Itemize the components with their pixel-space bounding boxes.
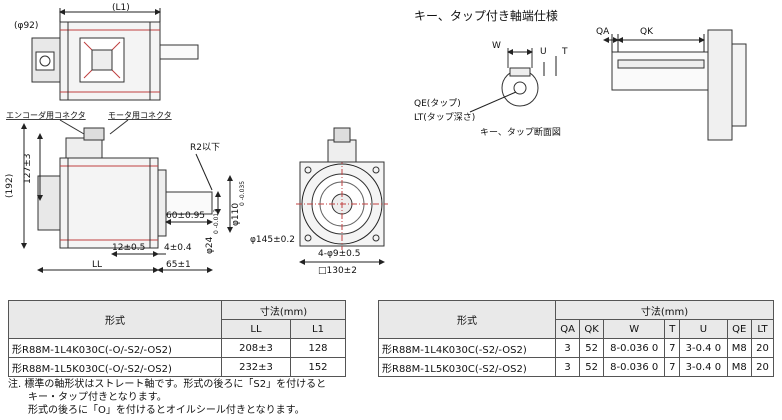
qe-cell: M8 (726, 338, 752, 358)
header-dimensions: 寸法(mm) (221, 300, 346, 320)
model-cell: 形R88M-1L5K030C(-S2/-OS2) (378, 357, 556, 377)
phi145-label: φ145±0.2 (250, 235, 295, 245)
d60-label: 60±0.95 (166, 211, 205, 221)
header-w: W (603, 319, 666, 339)
note-line-1: 注. 標準の軸形状はストレート軸です。形式の後ろに「S2」を付けると (8, 379, 327, 390)
l1-cell: 152 (290, 357, 346, 377)
dimension-table-ll-l1: 形式 寸法(mm) LL L1 形R88M-1L4K030C(-O/-S2/-O… (8, 300, 346, 377)
qa-cell: 3 (554, 338, 581, 358)
side-view (21, 123, 233, 273)
header-u: U (679, 319, 728, 339)
key-section-view (469, 48, 557, 113)
holes-label: 4-φ9±0.5 (318, 249, 361, 259)
note-line-3: 形式の後ろに「O」を付けるとオイルシール付きとなります。 (8, 405, 305, 416)
lt-cell: 20 (750, 357, 775, 377)
qk-cell: 52 (579, 338, 605, 358)
shaft-end-view (603, 29, 747, 141)
header-qk: QK (579, 319, 605, 339)
header-qe: QE (726, 319, 752, 339)
model-cell: 形R88M-1L4K030C(-O/-S2/-OS2) (8, 338, 222, 358)
motor-connector-label: モータ用コネクタ (108, 111, 172, 120)
front-view (296, 127, 388, 265)
qa-label: QA (596, 27, 610, 37)
t-cell: 7 (664, 357, 681, 377)
lt-label: LT(タップ深さ) (414, 112, 475, 123)
top-view (31, 8, 199, 101)
model-cell: 形R88M-1L5K030C(-O/-S2/-OS2) (8, 357, 222, 377)
header-qa: QA (554, 319, 581, 339)
qk-cell: 52 (579, 357, 605, 377)
phi92-label: (φ92) (14, 21, 38, 31)
note-line-2: キー・タップ付きとなります。 (8, 392, 167, 403)
lt-cell: 20 (750, 338, 775, 358)
d12-label: 12±0.5 (112, 243, 145, 253)
u-cell: 3-0.4 0 (679, 357, 728, 377)
w-cell: 8-0.036 0 (603, 357, 666, 377)
ll-cell: 232±3 (221, 357, 291, 377)
qk-label: QK (640, 27, 654, 37)
r2-label: R2以下 (190, 143, 220, 153)
header-t: T (664, 319, 681, 339)
key-section-caption: キー、タップ断面図 (480, 126, 561, 138)
table-row: 形R88M-1L5K030C(-S2/-OS2) 3 52 8-0.036 0 … (378, 357, 775, 377)
w-label: W (492, 41, 501, 51)
phi24-label: φ24 (205, 236, 215, 254)
phi24-tolerance: 0 -0.013 (213, 209, 220, 234)
d65-label: 65±1 (166, 260, 191, 270)
header-ll: LL (221, 319, 291, 339)
d4-label: 4±0.4 (164, 243, 192, 253)
model-cell: 形R88M-1L4K030C(-S2/-OS2) (378, 338, 556, 358)
ll-cell: 208±3 (221, 338, 291, 358)
dimension-table-key-tap: 形式 寸法(mm) QA QK W T U QE LT 形R88M-1L4K03… (378, 300, 775, 377)
d192-label: (192) (5, 174, 15, 198)
header-l1: L1 (290, 319, 346, 339)
header-model: 形式 (378, 300, 556, 339)
header-dimensions: 寸法(mm) (555, 300, 774, 320)
t-cell: 7 (664, 338, 681, 358)
table-row: 形R88M-1L4K030C(-O/-S2/-OS2) 208±3 128 (8, 338, 346, 358)
header-model: 形式 (8, 300, 222, 339)
d127-label: 127±3 (23, 154, 33, 184)
table-row: 形R88M-1L4K030C(-S2/-OS2) 3 52 8-0.036 0 … (378, 338, 775, 358)
key-tap-section-title: キー、タップ付き軸端仕様 (414, 9, 558, 23)
header-lt: LT (750, 319, 775, 339)
u-cell: 3-0.4 0 (679, 338, 728, 358)
table-row: 形R88M-1L5K030C(-O/-S2/-OS2) 232±3 152 (8, 357, 346, 377)
ll-label: LL (92, 260, 102, 270)
t-label: T (561, 47, 568, 57)
qe-cell: M8 (726, 357, 752, 377)
encoder-connector-label: エンコーダ用コネクタ (6, 110, 86, 120)
qe-label: QE(タップ) (414, 98, 461, 109)
l1-label: (L1) (112, 3, 130, 13)
notes: 注. 標準の軸形状はストレート軸です。形式の後ろに「S2」を付けると キー・タッ… (8, 378, 326, 417)
phi110-tolerance: 0 -0.035 (239, 181, 246, 206)
qa-cell: 3 (554, 357, 581, 377)
l1-cell: 128 (290, 338, 346, 358)
sq130-label: □130±2 (318, 266, 357, 276)
phi110-label: φ110 (231, 203, 241, 226)
w-cell: 8-0.036 0 (603, 338, 666, 358)
dimension-drawing: (φ92) (L1) エンコーダ用コネクタ モータ用コネクタ (192) 127… (5, 3, 747, 276)
u-label: U (540, 47, 547, 57)
